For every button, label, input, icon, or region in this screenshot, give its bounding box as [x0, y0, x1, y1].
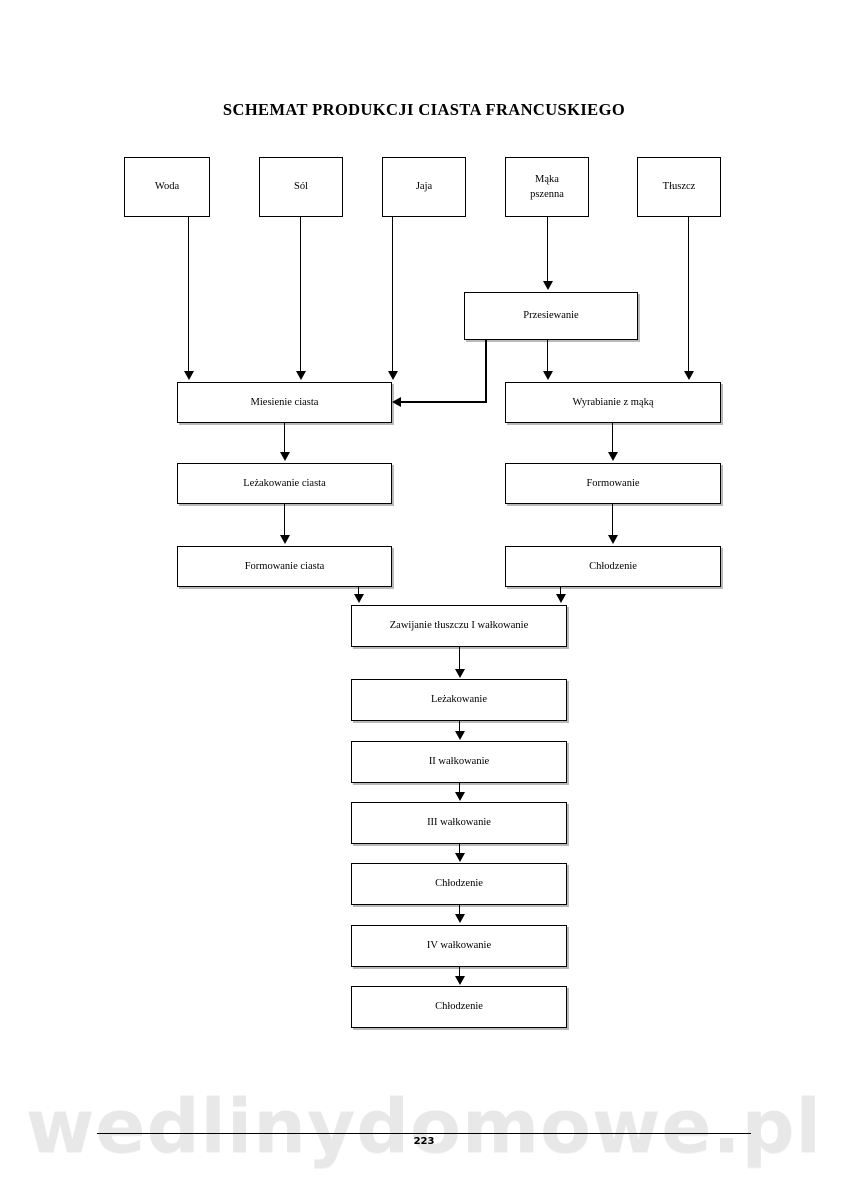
node-label: Leżakowanie ciasta [243, 477, 326, 489]
node-label: Sól [293, 181, 308, 193]
node-sol[interactable]: Sól [259, 157, 343, 217]
arrowhead-przesiewanie-miesienie [392, 397, 401, 407]
edge-formowanie-chlodzenie [612, 504, 613, 535]
node-ii-walkowanie[interactable]: II wałkowanie [351, 741, 567, 783]
node-label: Woda [154, 181, 180, 193]
node-label: Jaja [415, 181, 433, 193]
node-label: II wałkowanie [428, 756, 490, 768]
node-formowanie[interactable]: Formowanie [505, 463, 721, 504]
arrowhead-miesienie-lezakowanie [280, 452, 290, 461]
arrowhead-woda-miesienie [184, 371, 194, 380]
node-chlodzenie-2[interactable]: Chłodzenie [351, 863, 567, 905]
arrowhead-chlodzenie2-walkowanie4 [455, 914, 465, 923]
arrowhead-formowanie-chlodzenie [608, 535, 618, 544]
edge-woda-miesienie [188, 217, 189, 373]
node-label: Miesienie ciasta [250, 396, 319, 408]
node-label: Formowanie [586, 477, 640, 489]
node-przesiewanie[interactable]: Przesiewanie [464, 292, 638, 340]
arrowhead-lezakowanie-walkowanie2 [455, 731, 465, 740]
edge-chlodzenie-zawijanie-vertical-right [560, 587, 561, 594]
node-label: Mąka pszenna [530, 173, 564, 200]
edge-lezakowanie-walkowanie2 [459, 721, 460, 732]
watermark: wedlinydomowe.pl [26, 1084, 822, 1170]
arrowhead-przesiewanie-wyrabianie [543, 371, 553, 380]
node-wyrabianie-z-maka[interactable]: Wyrabianie z mąką [505, 382, 721, 423]
edge-walkowanie4-chlodzenie3 [459, 967, 460, 977]
arrowhead-walkowanie4-chlodzenie3 [455, 976, 465, 985]
node-maka-pszenna[interactable]: Mąka pszenna [505, 157, 589, 217]
arrowhead-maka-przesiewanie [543, 281, 553, 290]
node-woda[interactable]: Woda [124, 157, 210, 217]
node-label: Wyrabianie z mąką [572, 396, 654, 408]
arrowhead-lezakowanie-formowanie [280, 535, 290, 544]
node-label: Chłodzenie [435, 878, 483, 890]
node-jaja[interactable]: Jaja [382, 157, 466, 217]
edge-chlodzenie2-walkowanie4 [459, 905, 460, 915]
edge-miesienie-lezakowanie [284, 423, 285, 452]
node-tluszcz[interactable]: Tłuszcz [637, 157, 721, 217]
arrowhead-walkowanie2-walkowanie3 [455, 792, 465, 801]
edge-maka-przesiewanie [547, 217, 548, 282]
node-label: Zawijanie tłuszczu I wałkowanie [389, 620, 529, 632]
node-label: IV wałkowanie [426, 940, 492, 952]
node-lezakowanie[interactable]: Leżakowanie [351, 679, 567, 721]
node-miesienie-ciasta[interactable]: Miesienie ciasta [177, 382, 392, 423]
edge-przesiewanie-miesienie-vertical [485, 340, 487, 403]
node-label: Przesiewanie [523, 310, 579, 322]
edge-formowanie-zawijanie-horizontal [358, 587, 359, 588]
node-label: Formowanie ciasta [244, 560, 325, 572]
edge-walkowanie2-walkowanie3 [459, 783, 460, 793]
edge-zawijanie-lezakowanie [459, 647, 460, 670]
node-label: Chłodzenie [589, 560, 637, 572]
arrowhead-chlodzenie-zawijanie [556, 594, 566, 603]
page-title: SCHEMAT PRODUKCJI CIASTA FRANCUSKIEGO [222, 100, 626, 119]
edge-przesiewanie-wyrabianie [547, 340, 548, 373]
node-label: Chłodzenie [435, 1001, 483, 1013]
node-zawijanie-tluszczu[interactable]: Zawijanie tłuszczu I wałkowanie [351, 605, 567, 647]
footer-divider [97, 1133, 751, 1134]
edge-tluszcz-wyrabianie [688, 217, 689, 373]
edge-walkowanie3-chlodzenie2 [459, 844, 460, 854]
arrowhead-sol-miesienie [296, 371, 306, 380]
edge-sol-miesienie [300, 217, 301, 373]
arrowhead-zawijanie-lezakowanie [455, 669, 465, 678]
arrowhead-walkowanie3-chlodzenie2 [455, 853, 465, 862]
node-chlodzenie-3[interactable]: Chłodzenie [351, 986, 567, 1028]
edge-jaja-miesienie [392, 217, 393, 373]
edge-lezakowanie-formowanie [284, 504, 285, 535]
arrowhead-wyrabianie-formowanie [608, 452, 618, 461]
node-iv-walkowanie[interactable]: IV wałkowanie [351, 925, 567, 967]
arrowhead-formowanie-zawijanie [354, 594, 364, 603]
node-lezakowanie-ciasta[interactable]: Leżakowanie ciasta [177, 463, 392, 504]
page-number: 223 [413, 1136, 435, 1147]
edge-wyrabianie-formowanie [612, 423, 613, 452]
node-iii-walkowanie[interactable]: III wałkowanie [351, 802, 567, 844]
node-formowanie-ciasta[interactable]: Formowanie ciasta [177, 546, 392, 587]
node-chlodzenie-1[interactable]: Chłodzenie [505, 546, 721, 587]
node-label: III wałkowanie [427, 817, 491, 829]
edge-przesiewanie-miesienie-horizontal [401, 401, 487, 403]
node-label: Leżakowanie [431, 694, 487, 706]
arrowhead-jaja-miesienie [388, 371, 398, 380]
arrowhead-tluszcz-wyrabianie [684, 371, 694, 380]
edge-formowanie-zawijanie-vertical [358, 587, 359, 594]
node-label: Tłuszcz [662, 181, 696, 193]
